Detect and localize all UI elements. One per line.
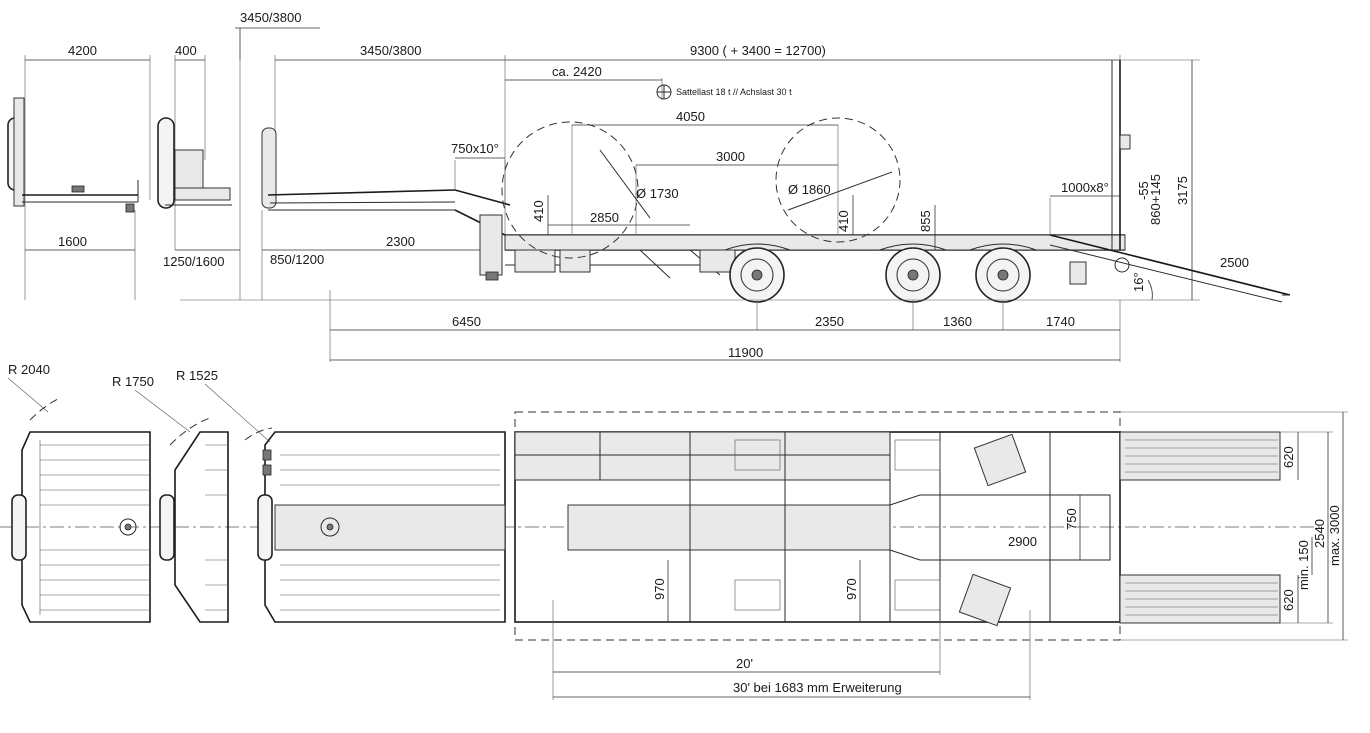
- tire-dia-1: Ø 1730: [636, 186, 679, 201]
- dim-410-a: 410: [531, 200, 546, 222]
- dim-2900: 2900: [1008, 534, 1037, 549]
- dim-plus145: 860+145: [1148, 174, 1163, 225]
- radius-1525: R 1525: [176, 368, 218, 383]
- dim-1740: 1740: [1046, 314, 1075, 329]
- load-note: Sattellast 18 t // Achslast 30 t: [676, 87, 792, 97]
- dim-neck-angle: 750x10°: [451, 141, 499, 156]
- dim-gooseneck-length: 3450/3800: [360, 43, 421, 58]
- dim-850: 850/1200: [270, 252, 324, 267]
- dim-container-20: 20': [736, 656, 753, 671]
- dim-ramp-2500: 2500: [1220, 255, 1249, 270]
- dim-970-a: 970: [652, 578, 667, 600]
- tire-dia-2: Ø 1860: [788, 182, 831, 197]
- dim-minus55: -55: [1136, 181, 1151, 200]
- dim-2350: 2350: [815, 314, 844, 329]
- dim-1360: 1360: [943, 314, 972, 329]
- dim-2300: 2300: [386, 234, 415, 249]
- dim-6450: 6450: [452, 314, 481, 329]
- side-view: 4200 1600 400 1250/1600: [7, 10, 1291, 362]
- dim-container-30: 30' bei 1683 mm Erweiterung: [733, 680, 902, 695]
- dim-620-a: 620: [1281, 446, 1296, 468]
- trailer-side: 3450/3800 9300 ( + 3400 = 12700) ca. 242…: [180, 43, 1291, 362]
- dim-11900: 11900: [728, 345, 763, 360]
- dim-ramp-angle: 16°: [1131, 272, 1146, 292]
- dim-970-b: 970: [844, 578, 859, 600]
- dim-410-b: 410: [836, 210, 851, 232]
- dim-gooseneck-400: 400: [175, 43, 197, 58]
- front-view-middle: 400 1250/1600: [157, 43, 241, 300]
- main-deck-top: 750 2900 970 970: [514, 411, 1121, 641]
- wheel-3: [975, 247, 1031, 303]
- rear-ramps-top: 620 620 min. 150 2540 max. 3000: [1119, 411, 1348, 641]
- front-view-left: 4200 1600: [7, 43, 151, 300]
- gooseneck-top-middle: [159, 431, 229, 623]
- dim-front-width: 4200: [68, 43, 97, 58]
- top-view: R 2040 R 1750 R 1525: [0, 362, 1348, 700]
- dim-overall-deck: 9300 ( + 3400 = 12700): [690, 43, 826, 58]
- dim-1250: 1250/1600: [163, 254, 224, 269]
- gooseneck-top-left: [11, 431, 151, 623]
- dim-min150: min. 150: [1296, 540, 1311, 590]
- dim-kingpin-top: 3450/3800: [240, 10, 301, 25]
- dim-750: 750: [1064, 508, 1079, 530]
- radius-2040: R 2040: [8, 362, 50, 377]
- dim-855: 855: [918, 210, 933, 232]
- dim-max3000: max. 3000: [1327, 505, 1342, 566]
- dim-2540: 2540: [1312, 519, 1327, 548]
- gooseneck-top-main: [257, 431, 506, 623]
- radius-1750: R 1750: [112, 374, 154, 389]
- dim-ramp-angle-len: 1000x8°: [1061, 180, 1109, 195]
- dim-2850: 2850: [590, 210, 619, 225]
- wheel-2: [885, 247, 941, 303]
- dim-wheel-span: 4050: [676, 109, 705, 124]
- wheel-1: [729, 247, 785, 303]
- dim-1600: 1600: [58, 234, 87, 249]
- dim-620-b: 620: [1281, 589, 1296, 611]
- dim-total-height: 3175: [1175, 176, 1190, 205]
- dim-kingpin-axle: ca. 2420: [552, 64, 602, 79]
- dim-wheel-span-inner: 3000: [716, 149, 745, 164]
